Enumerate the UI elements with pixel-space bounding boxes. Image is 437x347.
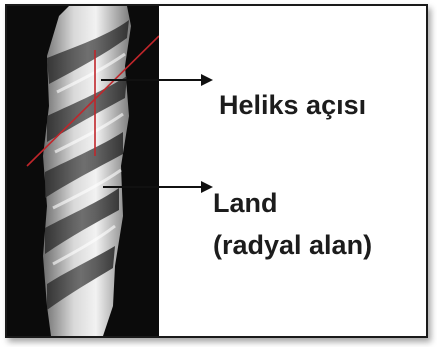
helix-angle-label: Heliks açısı (219, 92, 366, 119)
arrow-right-icon (103, 181, 213, 193)
annotation-layer: Heliks açısı Land (radyal alan) (7, 6, 428, 336)
annotation-arrows (7, 6, 428, 336)
radial-land-label: (radyal alan) (213, 232, 372, 259)
arrow-right-icon (101, 74, 213, 86)
land-label: Land (213, 190, 278, 217)
figure-frame: Heliks açısı Land (radyal alan) (5, 4, 428, 338)
